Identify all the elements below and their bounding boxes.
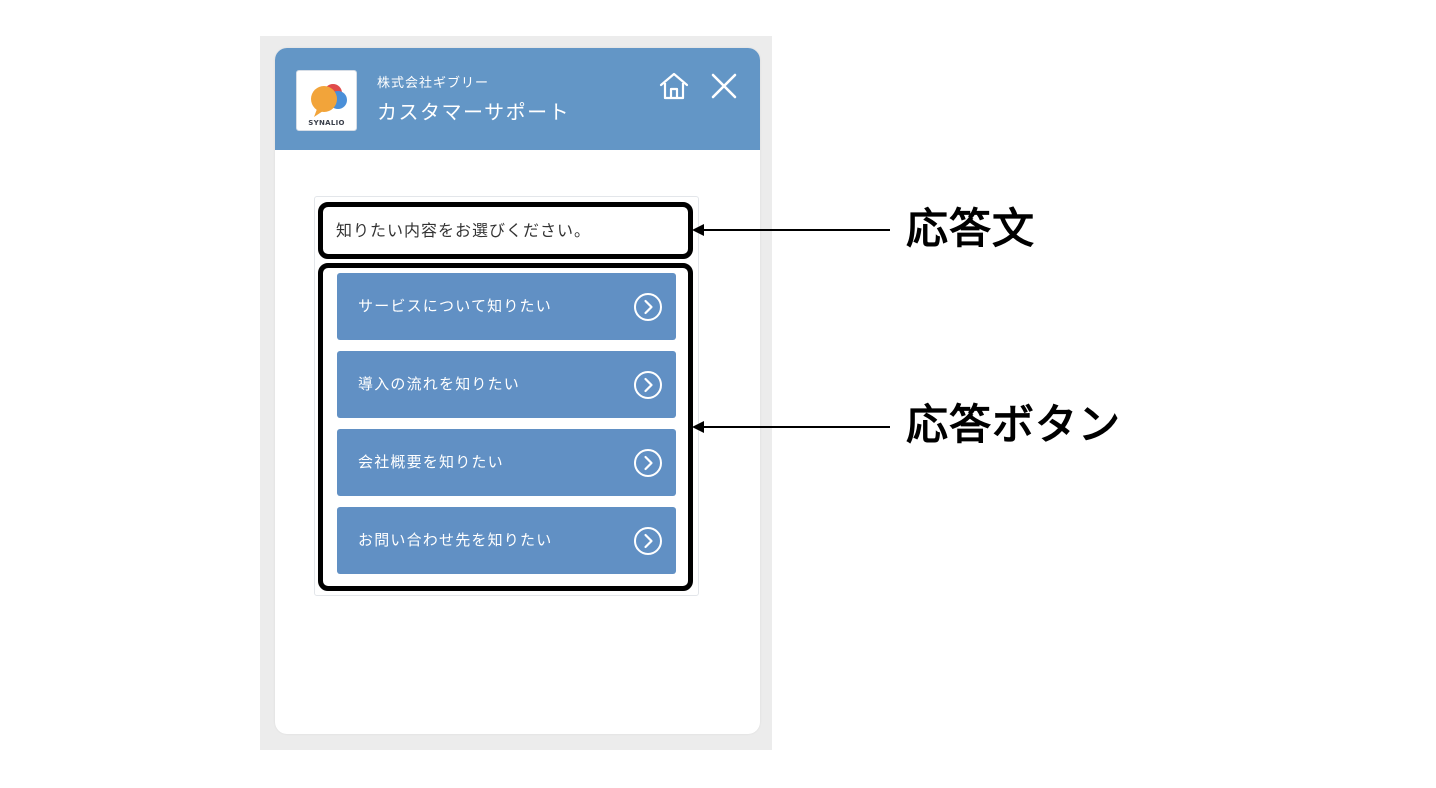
choice-button-flow[interactable]: 導入の流れを知りたい — [337, 351, 676, 418]
response-buttons-label: 応答ボタン — [906, 400, 1122, 449]
response-text-label: 応答文 — [906, 204, 1036, 253]
close-button[interactable] — [708, 70, 740, 102]
choice-button-company[interactable]: 会社概要を知りたい — [337, 429, 676, 496]
response-buttons-pointer-line — [702, 426, 890, 428]
chevron-right-circle-icon — [634, 449, 662, 477]
choice-label: 会社概要を知りたい — [358, 453, 504, 471]
choice-label: 導入の流れを知りたい — [358, 375, 521, 393]
chevron-right-circle-icon — [634, 371, 662, 399]
company-logo: SYNALIO — [296, 70, 357, 131]
response-buttons-arrowhead — [692, 421, 704, 433]
company-name: 株式会社ギブリー — [377, 76, 490, 91]
response-text-highlight — [318, 202, 693, 259]
logo-bubbles-icon — [311, 84, 347, 117]
choice-label: サービスについて知りたい — [358, 297, 552, 315]
choice-button-contact[interactable]: お問い合わせ先を知りたい — [337, 507, 676, 574]
response-text-arrowhead — [692, 224, 704, 236]
logo-text: SYNALIO — [308, 119, 345, 127]
choice-button-service[interactable]: サービスについて知りたい — [337, 273, 676, 340]
header-title: カスタマーサポート — [377, 100, 571, 124]
home-button[interactable] — [657, 70, 691, 102]
response-buttons-highlight — [318, 263, 693, 591]
chevron-right-circle-icon — [634, 293, 662, 321]
home-icon — [659, 72, 689, 100]
chat-header: SYNALIO 株式会社ギブリー カスタマーサポート — [275, 48, 760, 150]
close-icon — [711, 73, 737, 99]
response-text-pointer-line — [702, 229, 890, 231]
response-text: 知りたい内容をお選びください。 — [336, 221, 592, 240]
chevron-right-circle-icon — [634, 527, 662, 555]
choice-label: お問い合わせ先を知りたい — [358, 531, 553, 549]
